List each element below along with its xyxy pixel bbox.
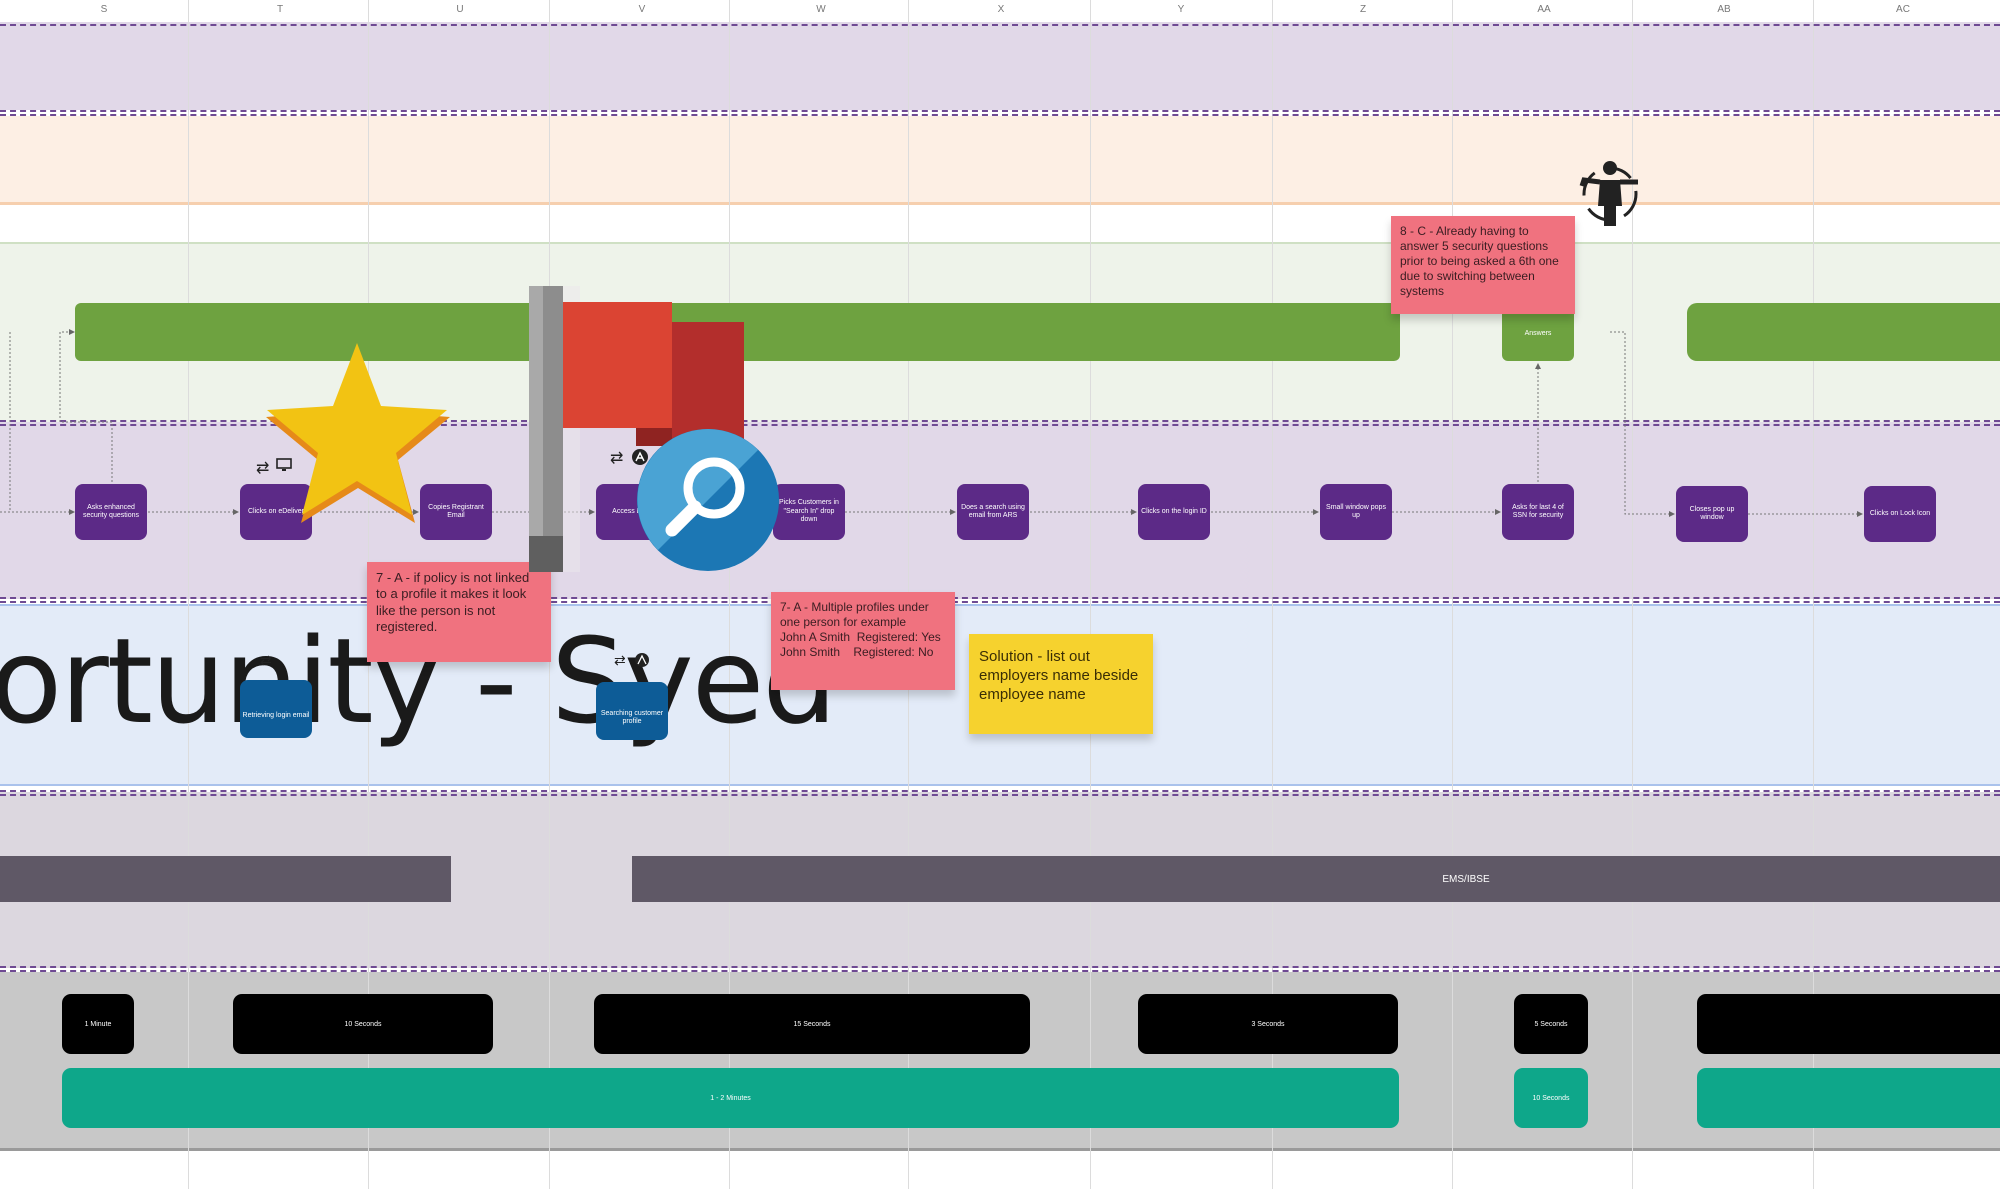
col-line bbox=[188, 0, 189, 1189]
system-bar-ems-ibse: EMS/IBSE bbox=[632, 856, 2000, 902]
star-icon[interactable] bbox=[262, 343, 454, 529]
time-bar-5-seconds: 5 Seconds bbox=[1514, 994, 1588, 1054]
step-picks-customers[interactable]: Picks Customers in "Search In" drop down bbox=[773, 484, 845, 540]
time-bar-1-minute: 1 Minute bbox=[62, 994, 134, 1054]
col-line bbox=[1090, 0, 1091, 1189]
total-time-bar-1-2-minutes: 1 - 2 Minutes bbox=[62, 1068, 1399, 1128]
monitor-icon bbox=[276, 458, 292, 472]
column-header-z: Z bbox=[1359, 4, 1367, 15]
col-line bbox=[729, 0, 730, 1189]
column-header-ac: AC bbox=[1896, 4, 1910, 15]
step-small-window[interactable]: Small window pops up bbox=[1320, 484, 1392, 540]
time-bar-3-seconds: 3 Seconds bbox=[1138, 994, 1398, 1054]
col-line bbox=[1632, 0, 1633, 1189]
col-line bbox=[1452, 0, 1453, 1189]
column-header-ab: AB bbox=[1717, 4, 1731, 15]
lane-divider bbox=[0, 794, 2000, 796]
answers-bar: Answers bbox=[1502, 305, 1574, 361]
step-clicks-edeliver[interactable]: Clicks on eDeliver bbox=[240, 484, 312, 540]
column-header-y: Y bbox=[1177, 4, 1185, 15]
magnifier-icon[interactable] bbox=[636, 428, 780, 572]
total-time-bar-10-seconds: 10 Seconds bbox=[1514, 1068, 1588, 1128]
lane-divider bbox=[0, 24, 2000, 26]
step-does-search[interactable]: Does a search using email from ARS bbox=[957, 484, 1029, 540]
lane-divider bbox=[0, 790, 2000, 792]
flag-icon[interactable] bbox=[526, 286, 776, 572]
column-header-w: W bbox=[816, 4, 826, 15]
step-asks-last4-ssn[interactable]: Asks for last 4 of SSN for security bbox=[1502, 484, 1574, 540]
step-asks-enhanced-security[interactable]: Asks enhanced security questions bbox=[75, 484, 147, 540]
sticky-line: John A Smith Registered: Yes bbox=[780, 630, 941, 644]
lane-divider bbox=[0, 420, 2000, 422]
column-header-s: S bbox=[100, 4, 108, 15]
person-pointing-icon[interactable] bbox=[1578, 160, 1642, 230]
step-clicks-login-id[interactable]: Clicks on the login ID bbox=[1138, 484, 1210, 540]
column-header-x: X bbox=[997, 4, 1005, 15]
sticky-line: 7- A - Multiple profiles under one perso… bbox=[780, 600, 929, 629]
sticky-note-security-questions[interactable]: 8 - C - Already having to answer 5 secur… bbox=[1391, 216, 1575, 314]
step-clicks-lock-icon[interactable]: Clicks on Lock Icon bbox=[1864, 486, 1936, 542]
app-store-icon bbox=[634, 652, 650, 668]
lane-peach bbox=[0, 116, 2000, 205]
step-retrieving-login-email[interactable]: Retrieving login email bbox=[240, 680, 312, 738]
step-closes-popup[interactable]: Closes pop up window bbox=[1676, 486, 1748, 542]
app-store-icon bbox=[631, 448, 649, 466]
system-bar-left bbox=[0, 856, 451, 902]
sticky-note-solution[interactable]: Solution - list out employers name besid… bbox=[969, 634, 1153, 734]
lane-divider bbox=[0, 597, 2000, 599]
lane-divider bbox=[0, 110, 2000, 112]
column-header-u: U bbox=[456, 4, 464, 15]
column-header-v: V bbox=[638, 4, 646, 15]
total-time-bar-right bbox=[1697, 1068, 2000, 1128]
lane-purple-top bbox=[0, 22, 2000, 110]
time-bar-15-seconds: 15 Seconds bbox=[594, 994, 1030, 1054]
lane-divider bbox=[0, 601, 2000, 603]
customer-action-bar-right bbox=[1687, 303, 2000, 361]
col-line bbox=[1813, 0, 1814, 1189]
time-bar-right bbox=[1697, 994, 2000, 1054]
col-line bbox=[1272, 0, 1273, 1189]
step-copies-registrant-email[interactable]: Copies Registrant Email bbox=[420, 484, 492, 540]
lane-divider bbox=[0, 114, 2000, 116]
lane-divider bbox=[0, 970, 2000, 972]
sticky-note-multiple-profiles[interactable]: 7- A - Multiple profiles under one perso… bbox=[771, 592, 955, 690]
step-searching-customer-profile[interactable]: Searching customer profile bbox=[596, 682, 668, 740]
lane-divider bbox=[0, 424, 2000, 426]
swap-arrows-icon: ⇄ bbox=[256, 460, 270, 477]
swap-arrows-icon: ⇄ bbox=[260, 652, 272, 668]
column-header-t: T bbox=[276, 4, 284, 15]
lane-divider bbox=[0, 966, 2000, 968]
swap-arrows-icon: ⇄ bbox=[614, 652, 626, 668]
sticky-line: John Smith Registered: No bbox=[780, 645, 934, 659]
sticky-note-policy-not-linked[interactable]: 7 - A - if policy is not linked to a pro… bbox=[367, 562, 551, 662]
time-bar-10-seconds: 10 Seconds bbox=[233, 994, 493, 1054]
swap-arrows-icon: ⇄ bbox=[610, 450, 624, 467]
column-header-aa: AA bbox=[1537, 4, 1551, 15]
